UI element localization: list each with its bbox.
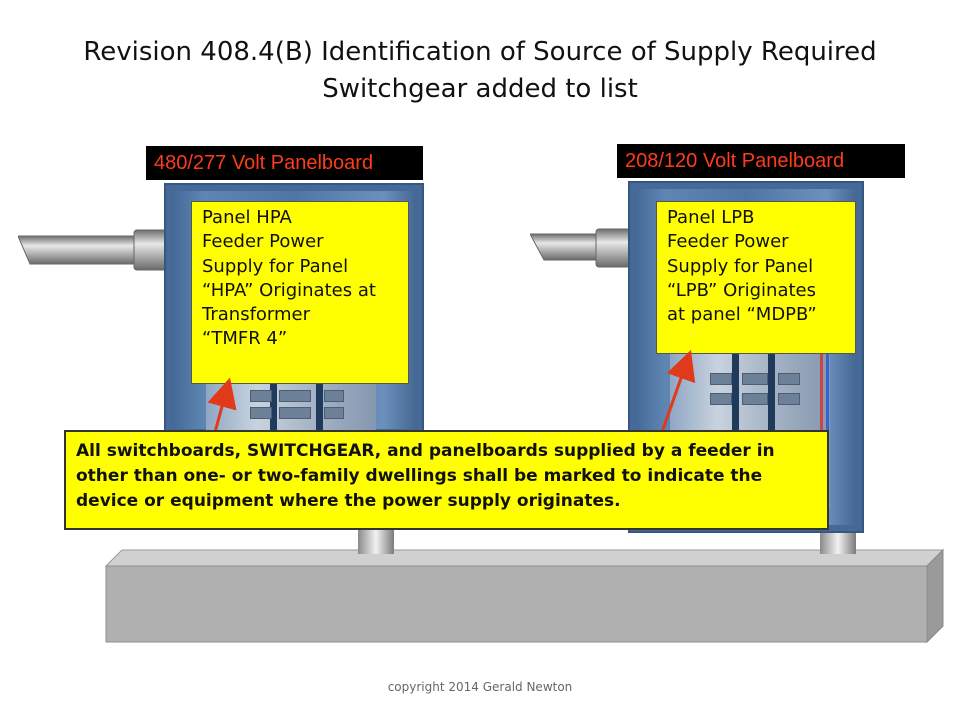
right-panel-voltage-label: 208/120 Volt Panelboard: [617, 144, 905, 178]
right-panel-source-note: Panel LPB Feeder Power Supply for Panel …: [656, 201, 856, 354]
right-panel-breaker: [742, 373, 768, 385]
left-panel-breaker: [324, 407, 344, 419]
left-panel-source-note: Panel HPA Feeder Power Supply for Panel …: [191, 201, 409, 384]
right-panel-breaker: [742, 393, 768, 405]
right-panel-wire-blue: [826, 343, 829, 513]
right-panel-wire-red: [820, 343, 823, 513]
left-panel-breaker: [250, 390, 272, 402]
right-panel-breaker: [778, 393, 800, 405]
copyright-notice: copyright 2014 Gerald Newton: [387, 680, 573, 694]
left-support-post: [358, 526, 394, 554]
left-arrow: [207, 377, 237, 433]
code-requirement-callout: All switchboards, SWITCHGEAR, and panelb…: [64, 430, 829, 530]
left-panel-breaker: [324, 390, 344, 402]
left-panel-breaker: [279, 390, 311, 402]
right-panel-breaker: [710, 373, 732, 385]
left-panel-bus-bar-2: [316, 380, 323, 435]
left-panel-breaker: [279, 407, 311, 419]
slide-title: Revision 408.4(B) Identification of Sour…: [0, 34, 960, 108]
title-line-2: Switchgear added to list: [322, 74, 638, 104]
right-arrow: [660, 349, 696, 433]
right-panel-breaker: [778, 373, 800, 385]
title-line-1: Revision 408.4(B) Identification of Sour…: [83, 37, 877, 67]
right-conduit: [530, 228, 631, 268]
left-panel-voltage-label: 480/277 Volt Panelboard: [146, 146, 423, 180]
left-panel-bus-bar: [270, 380, 277, 435]
right-panel-breaker: [710, 393, 732, 405]
left-panel-breaker: [250, 407, 272, 419]
left-conduit: [18, 229, 169, 271]
